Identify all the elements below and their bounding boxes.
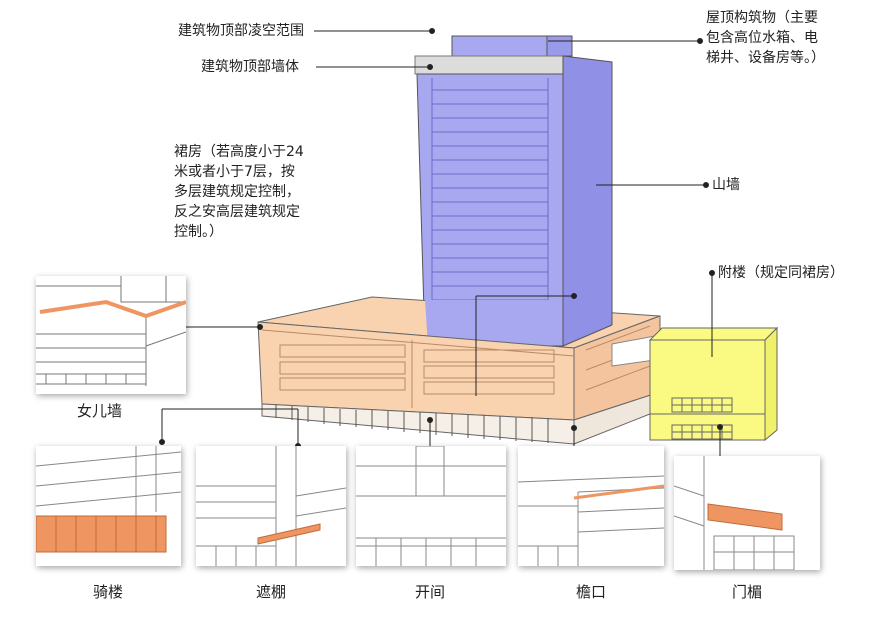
caption-parapet: 女儿墙 <box>77 402 123 420</box>
caption-lintel: 门楣 <box>732 583 763 601</box>
inset-lintel <box>674 456 820 570</box>
caption-arcade: 骑楼 <box>93 583 124 601</box>
inset-eave <box>518 446 664 566</box>
annex-side <box>764 326 778 442</box>
label-rooftop-line-1: 屋顶构筑物（主要 <box>706 10 818 26</box>
label-gable: 山墙 <box>712 177 740 193</box>
annex-top <box>648 327 779 341</box>
roof-wall-band <box>414 55 564 75</box>
lintel-highlight <box>707 503 783 531</box>
caption-canopy: 遮棚 <box>256 583 287 601</box>
label-podium-line-5: 控制。） <box>174 224 223 240</box>
inset-parapet <box>36 276 186 394</box>
label-podium-line-2: 米或者小于7层，按 <box>174 164 295 180</box>
label-annex: 附楼（规定同裙房） <box>718 265 844 281</box>
leader-lines <box>159 28 723 456</box>
label-podium: 裙房（若高度小于24 米或者小于7层，按 多层建筑规定控制， 反之安高层建筑规定… <box>174 142 304 242</box>
caption-eave: 檐口 <box>576 583 607 601</box>
eave-highlight <box>573 484 664 500</box>
label-roof-range: 建筑物顶部凌空范围 <box>178 23 304 39</box>
label-rooftop-structure: 屋顶构筑物（主要 包含高位水箱、电 梯井、设备房等。） <box>706 8 825 68</box>
label-roof-wall: 建筑物顶部墙体 <box>201 59 299 75</box>
inset-arcade <box>36 446 181 566</box>
label-rooftop-line-2: 包含高位水箱、电 <box>706 30 818 46</box>
arcade-highlight <box>36 515 167 553</box>
label-podium-line-4: 反之安高层建筑规定 <box>174 204 300 220</box>
label-podium-line-3: 多层建筑规定控制， <box>174 184 300 200</box>
inset-bay <box>356 446 506 566</box>
label-rooftop-line-3: 梯井、设备房等。） <box>706 50 825 66</box>
colonnade-columns <box>275 405 549 443</box>
parapet-highlight <box>39 299 186 319</box>
canopy-highlight <box>257 523 321 545</box>
caption-bay: 开间 <box>415 583 446 601</box>
annex-windows <box>650 397 765 440</box>
inset-canopy <box>196 446 346 566</box>
label-podium-line-1: 裙房（若高度小于24 <box>174 144 304 160</box>
rooftop-structure-block <box>451 35 573 57</box>
